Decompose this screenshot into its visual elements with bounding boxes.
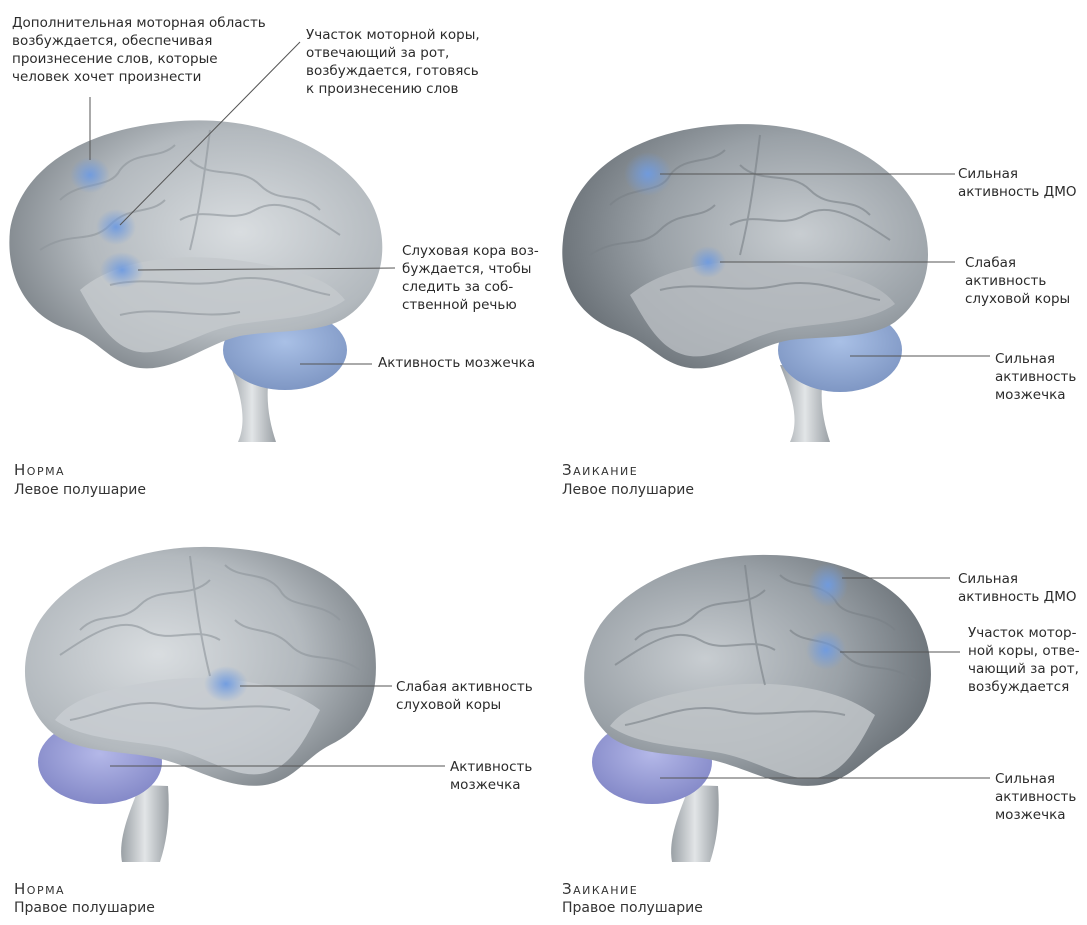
brain-stutter-left <box>562 124 990 442</box>
temporal-lobe <box>630 261 895 357</box>
label-auditory-stutter-left: Слабая активность слуховой коры <box>965 255 1071 307</box>
brainstem <box>671 785 719 862</box>
label-mouth-motor-stutter-right: Участок мотор- ной коры, отве- чающий за… <box>968 625 1080 695</box>
activity-sma <box>808 563 848 607</box>
leader-lines <box>660 173 990 357</box>
panel-title-normal-right: Норма <box>14 880 66 898</box>
brain-normal-left <box>9 41 396 442</box>
label-cerebellum-normal-left: Активность мозжечка <box>378 355 536 371</box>
label-mouth-motor-normal-left: Участок моторной коры, отвечающий за рот… <box>306 27 480 97</box>
activity-auditory <box>100 252 144 288</box>
label-auditory-normal-left: Слуховая кора воз- буждается, чтобы след… <box>402 243 539 313</box>
label-cerebellum-normal-right: Активность мозжечка <box>450 759 533 793</box>
label-sma-normal-left: Дополнительная моторная область возбужда… <box>12 15 266 85</box>
label-auditory-normal-right: Слабая активность слуховой коры <box>396 679 533 713</box>
panel-subtitle-stutter-left: Левое полушарие <box>562 482 694 498</box>
leader-lines <box>110 685 445 767</box>
label-cerebellum-stutter-right: Сильная активность мозжечка <box>995 771 1077 823</box>
brain-normal-right <box>24 546 445 862</box>
activity-mouth-motor <box>806 630 846 670</box>
brainstem <box>121 785 169 862</box>
leader-lines <box>660 577 990 779</box>
activity-sma <box>70 157 110 193</box>
panel-title-stutter-right: Заикание <box>562 880 639 898</box>
activity-sma <box>624 152 672 196</box>
label-sma-stutter-left: Сильная активность ДМО <box>958 166 1077 200</box>
temporal-lobe <box>55 677 320 775</box>
panel-subtitle-stutter-right: Правое полушарие <box>562 900 703 916</box>
label-sma-stutter-right: Сильная активность ДМО <box>958 571 1077 605</box>
activity-mouth-motor <box>96 209 136 245</box>
panel-subtitle-normal-right: Правое полушарие <box>14 900 155 916</box>
activity-auditory <box>204 666 248 702</box>
gyri <box>59 555 361 721</box>
temporal-lobe <box>610 683 875 779</box>
activity-auditory <box>690 246 726 278</box>
panel-title-normal-left: Норма <box>14 461 66 479</box>
panel-title-stutter-left: Заикание <box>562 461 639 479</box>
brain-stutter-right <box>584 554 990 862</box>
leader-lines <box>89 41 396 365</box>
label-cerebellum-stutter-left: Сильная активность мозжечка <box>995 351 1077 403</box>
panel-subtitle-normal-left: Левое полушарие <box>14 482 146 498</box>
